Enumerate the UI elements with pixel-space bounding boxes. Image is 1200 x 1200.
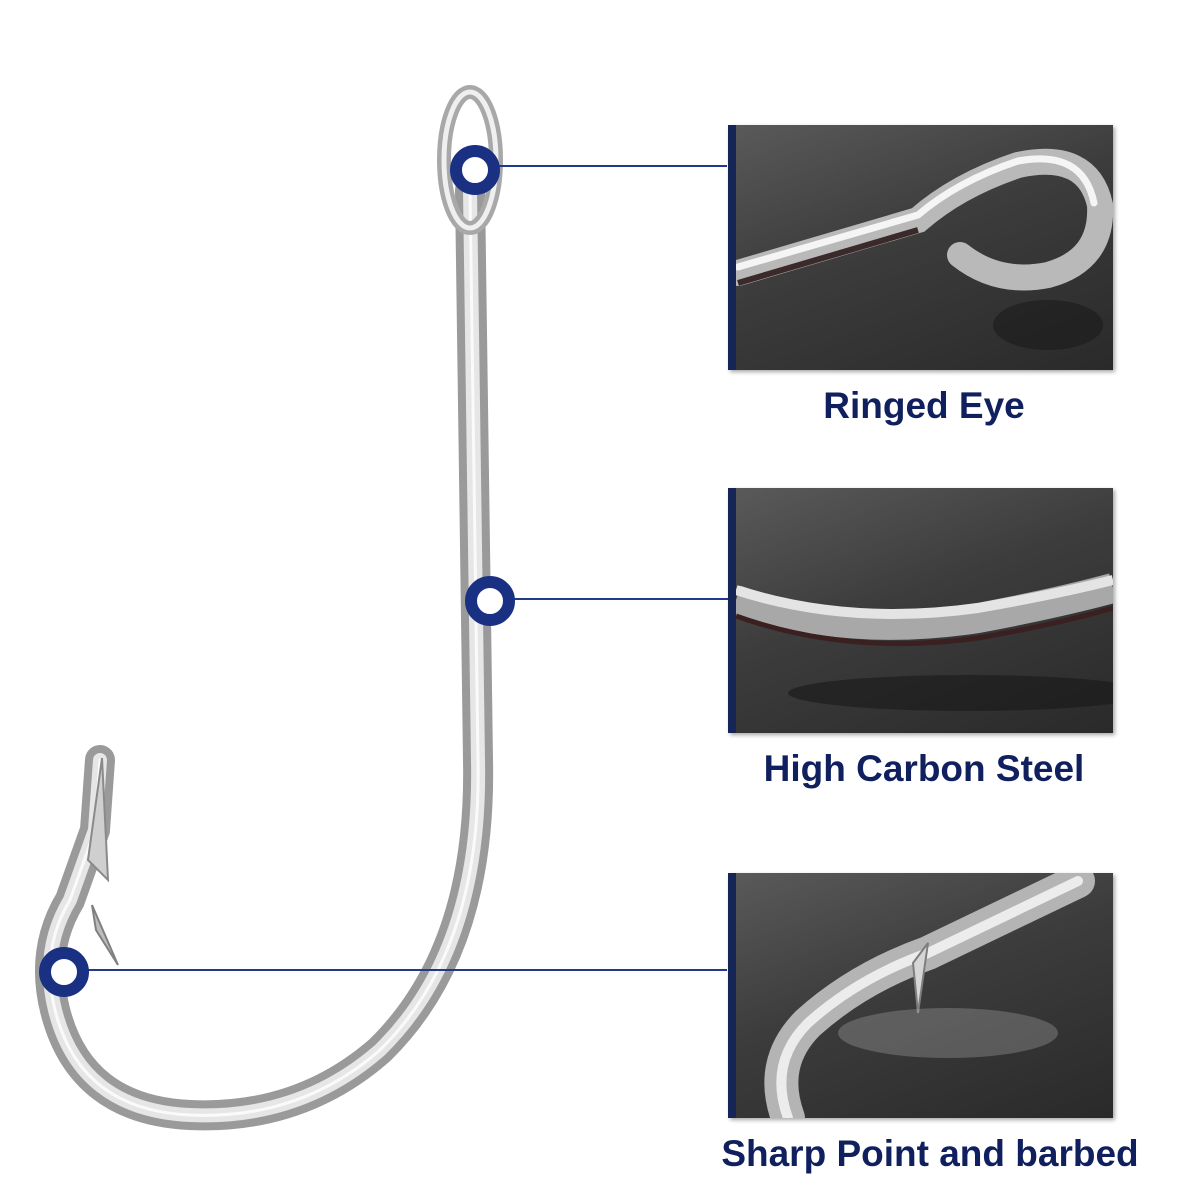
detail-photo-ringed-eye	[728, 125, 1113, 370]
feature-label-high-carbon-steel: High Carbon Steel	[763, 748, 1085, 789]
barbed-point-closeup-image	[764, 873, 1095, 1118]
panel-accent-bar	[728, 488, 736, 733]
detail-photo-high-carbon-steel	[728, 488, 1113, 733]
ringed-eye-closeup-image	[728, 148, 1113, 350]
callout-marker-ringed-eye	[450, 145, 500, 195]
connector-line-high-carbon-steel	[510, 598, 732, 600]
feature-label-ringed-eye: Ringed Eye	[823, 385, 1025, 426]
panel-accent-bar	[728, 125, 736, 370]
steel-wire-closeup-image	[731, 573, 1113, 711]
detail-photo-sharp-point	[728, 873, 1113, 1118]
callout-marker-high-carbon-steel	[465, 576, 515, 626]
feature-label-sharp-point: Sharp Point and barbed	[721, 1133, 1139, 1174]
callout-marker-sharp-point	[39, 947, 89, 997]
connector-line-sharp-point	[85, 969, 727, 971]
connector-line-ringed-eye	[495, 165, 727, 167]
panel-accent-bar	[728, 873, 736, 1118]
